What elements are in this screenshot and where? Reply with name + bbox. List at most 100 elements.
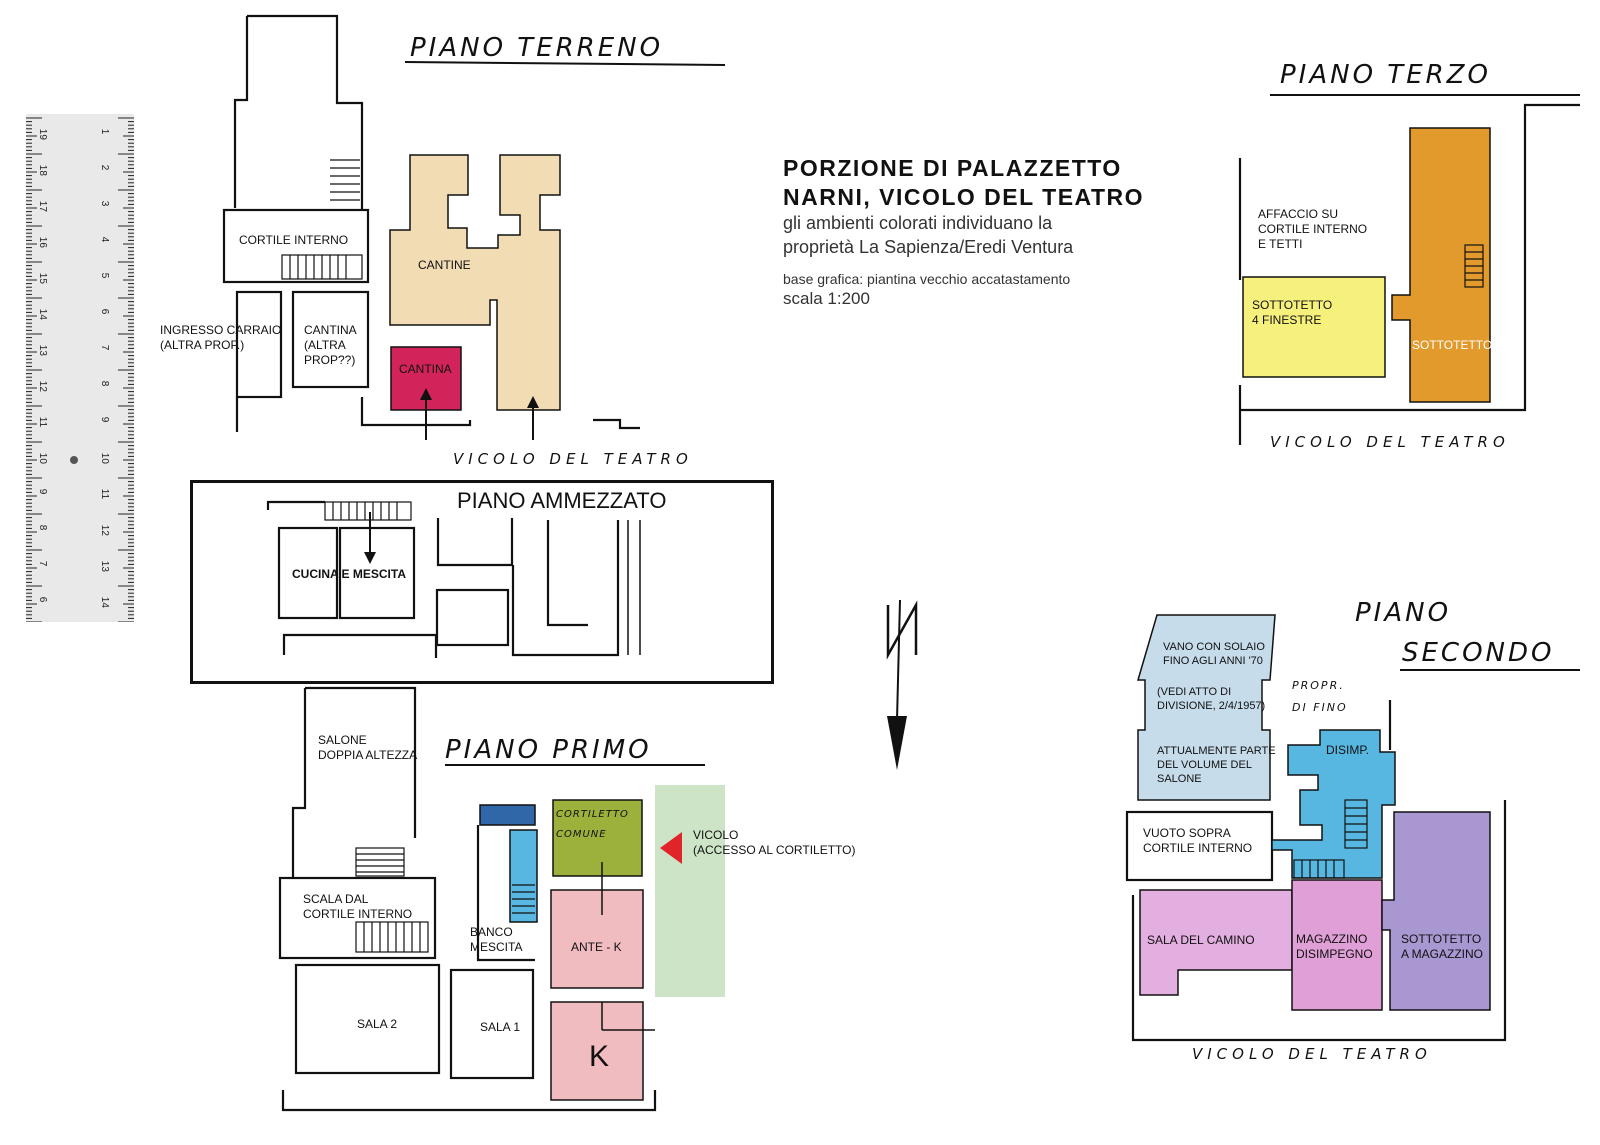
terreno-wall (593, 418, 640, 430)
window-bar (479, 804, 536, 826)
arrow-head (527, 396, 539, 408)
sottotetto-magazzino-label: SOTTOTETTO A MAGAZZINO (1401, 932, 1484, 961)
ruler-number: 13 (37, 345, 48, 357)
ammezzato-wall (511, 520, 620, 657)
ruler-number: 13 (99, 561, 110, 573)
primo-wall (281, 1090, 657, 1112)
sottotetto-area (1391, 127, 1491, 403)
stairs (1293, 799, 1368, 879)
affaccio-label: AFFACCIO SU CORTILE INTERNO E TETTI (1258, 207, 1368, 251)
sala-camino-label: SALA DEL CAMINO (1147, 933, 1255, 947)
vuoto-label: VUOTO SOPRA CORTILE INTERNO (1143, 826, 1253, 855)
terzo-title: PIANO TERZO (1280, 60, 1491, 90)
plan-piano-terreno (222, 14, 726, 440)
vano-label-1: VANO CON SOLAIO FINO AGLI ANNI '70 (1163, 641, 1265, 667)
ruler-number: 12 (99, 525, 110, 537)
stairs (281, 159, 363, 280)
ingresso-carraio-label: INGRESSO CARRAIO (ALTRA PROP.) (160, 323, 282, 352)
sottotetto-4-finestre-area (1242, 276, 1386, 378)
ammezzato-wall (266, 500, 325, 510)
ammezzato-wall (282, 633, 438, 658)
ammezzato-title: PIANO AMMEZZATO (457, 488, 667, 513)
k-label: K (589, 1040, 610, 1073)
terreno-wall (360, 397, 472, 427)
plan-piano-primo (278, 686, 725, 1112)
title-line-1: PORZIONE DI PALAZZETTO (783, 155, 1122, 181)
primo-wall (305, 686, 417, 838)
banco-label: BANCO MESCITA (470, 925, 523, 954)
ruler-number: 17 (37, 201, 48, 213)
disimp-label: DISIMP. (1326, 743, 1370, 757)
access-arrow (660, 832, 682, 864)
cucina-label: CUCINA E MESCITA (292, 567, 406, 581)
ruler-number: 7 (99, 345, 110, 351)
sottotetto-4-label: SOTTOTETTO 4 FINESTRE (1252, 298, 1333, 327)
vano-label-3: ATTUALMENTE PARTE DEL VOLUME DEL SALONE (1157, 745, 1276, 785)
magazzino-label: MAGAZZINO DISIMPEGNO (1296, 932, 1373, 961)
ante-k-area (550, 889, 644, 989)
terreno-street: VICOLO DEL TEATRO (453, 450, 693, 468)
ruler-number: 18 (37, 165, 48, 177)
cantina-altra-room (291, 290, 370, 389)
ruler-number: 9 (37, 489, 48, 495)
ruler-hole (70, 456, 78, 464)
cantine-area (389, 154, 561, 411)
ruler-ticks: 1918171615141312111098761234567891011121… (26, 114, 134, 622)
ruler-number: 14 (37, 309, 48, 321)
k-area (550, 1001, 644, 1101)
stairs (355, 847, 429, 953)
ammezzato-frame (190, 480, 774, 684)
cucina-room (277, 526, 339, 620)
ammezzato-wall (546, 520, 588, 627)
ruler-number: 11 (37, 417, 48, 428)
vicolo-label: VICOLO (ACCESSO AL CORTILETTO) (693, 828, 856, 857)
cortile-interno-label: CORTILE INTERNO (239, 233, 349, 247)
scale-note: scala 1:200 (783, 289, 870, 308)
terreno-wall (233, 16, 249, 208)
ruler-number: 11 (99, 489, 110, 500)
sala-2-room (294, 963, 441, 1075)
secondo-title-2: SECONDO (1402, 638, 1555, 668)
sala-1-label: SALA 1 (480, 1020, 521, 1034)
ruler-number: 2 (99, 165, 110, 171)
stairs (1464, 244, 1484, 288)
salone-label: SALONE DOPPIA ALTEZZA (318, 733, 418, 762)
subtitle-line-2: proprietà La Sapienza/Eredi Ventura (783, 237, 1074, 257)
cortiletto-label: CORTILETTO COMUNE (556, 809, 629, 840)
ruler-number: 10 (99, 453, 110, 465)
secondo-wall (1131, 800, 1507, 1042)
base-note: base grafica: piantina vecchio accatasta… (783, 271, 1071, 287)
ruler-number: 8 (37, 525, 48, 531)
plan-piano-ammezzato (266, 500, 641, 658)
terzo-wall (1240, 103, 1580, 412)
ruler-number: 7 (37, 561, 48, 567)
stair-area (509, 829, 538, 923)
north-arrow (886, 599, 918, 770)
cortile-interno-room (222, 208, 370, 284)
ruler-number: 15 (37, 273, 48, 285)
secondo-street: VICOLO DEL TEATRO (1192, 1045, 1432, 1063)
title-underline (404, 61, 726, 66)
subtitle-line-1: gli ambienti colorati individuano la (783, 213, 1053, 233)
header-block: PORZIONE DI PALAZZETTO NARNI, VICOLO DEL… (783, 155, 1213, 309)
sottotetto-magazzino-area (1381, 811, 1491, 1011)
cantine-label: CANTINE (418, 258, 471, 272)
ammezzato-wall (436, 518, 514, 567)
ruler-number: 19 (37, 129, 48, 141)
plan-piano-secondo (1125, 614, 1580, 1042)
sottotetto-label: SOTTOTETTO (1412, 338, 1493, 352)
stairs (512, 884, 535, 914)
sala-1-room (449, 968, 535, 1080)
vano-solaio-area (1136, 614, 1276, 801)
ruler-number: 1 (99, 129, 110, 135)
magazzino-area (1291, 879, 1383, 1011)
disimpegno-area (1271, 729, 1396, 879)
ruler-number: 10 (37, 453, 48, 465)
sala-2-label: SALA 2 (357, 1017, 398, 1031)
arrow-head (364, 552, 376, 564)
ruler-number: 12 (37, 381, 48, 393)
cortiletto-area (552, 799, 643, 877)
ruler-number: 9 (99, 417, 110, 423)
